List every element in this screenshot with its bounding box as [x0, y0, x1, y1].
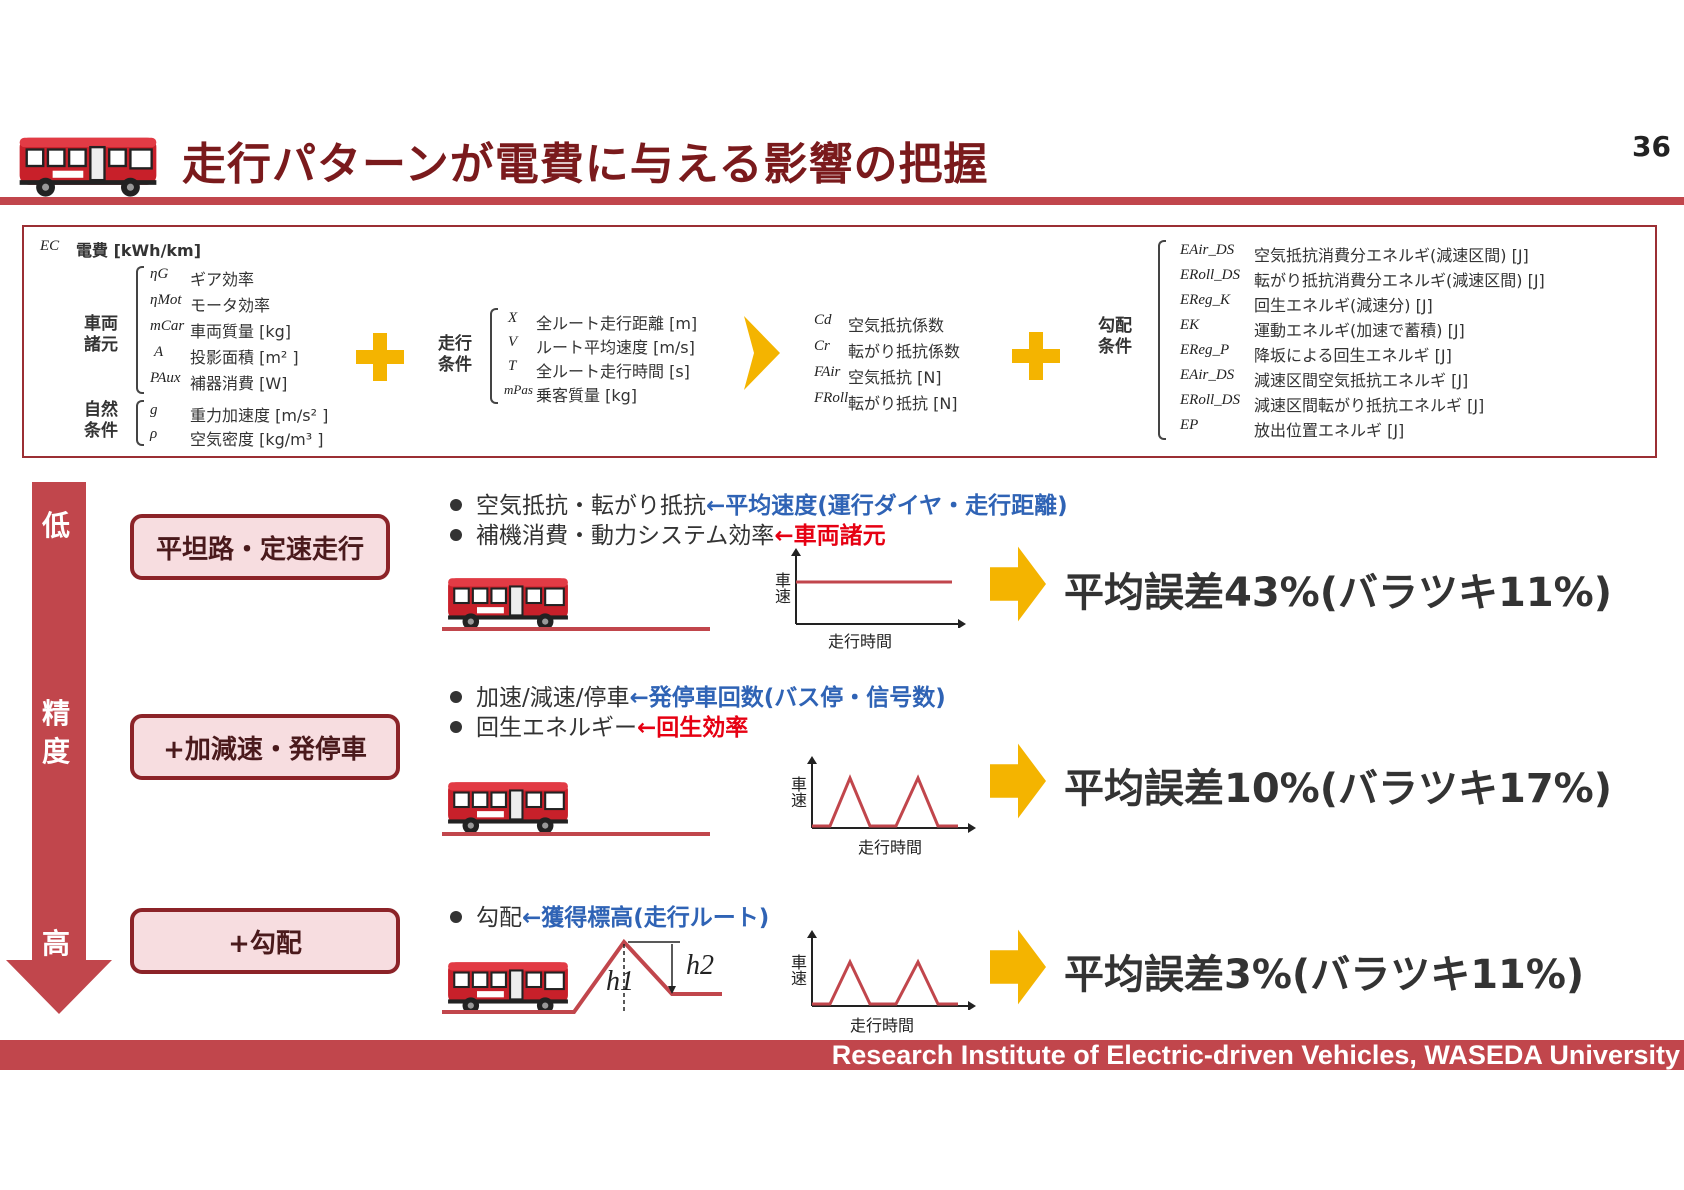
right-arrow-icon	[744, 316, 780, 390]
bullet-gradient: 勾配←獲得標高(走行ルート)	[450, 898, 769, 932]
bullet-regen: 回生エネルギー←回生効率	[450, 708, 748, 742]
gradient-group-label: 勾配条件	[1098, 316, 1132, 358]
speed-graph-constant	[770, 548, 970, 628]
result-arrow-icon	[990, 926, 1046, 1008]
accuracy-high-label: 高	[42, 922, 70, 962]
bus-logo-icon	[8, 133, 168, 199]
road-line	[442, 627, 710, 631]
footer-text: Research Institute of Electric-driven Ve…	[832, 1040, 1680, 1070]
result-stage-3: 平均誤差3%(バラツキ11%)	[1064, 942, 1584, 1000]
plus-icon	[356, 333, 404, 381]
stage-accel-stop: +加減速・発停車	[130, 714, 400, 780]
vehicle-brace	[136, 266, 144, 394]
result-arrow-icon	[990, 543, 1046, 625]
graph-xlabel: 走行時間	[858, 834, 922, 858]
accuracy-low-label: 低	[42, 504, 70, 544]
gradient-brace	[1158, 240, 1166, 440]
accuracy-label-2: 度	[42, 730, 70, 770]
driving-group-label: 走行条件	[438, 334, 472, 376]
bullet-accel-decel: 加速/減速/停車←発停車回数(バス停・信号数)	[450, 678, 946, 712]
result-arrow-icon	[990, 740, 1046, 822]
bus-icon	[446, 778, 570, 836]
speed-graph-stopgo	[796, 756, 980, 836]
result-stage-1: 平均誤差43%(バラツキ11%)	[1064, 560, 1612, 618]
bullet-air-roll: 空気抵抗・転がり抵抗←平均速度(運行ダイヤ・走行距離)	[450, 486, 1068, 520]
driving-brace	[490, 308, 498, 404]
result-stage-2: 平均誤差10%(バラツキ17%)	[1064, 756, 1612, 814]
height-h1-label: h1	[606, 966, 634, 998]
graph-xlabel: 走行時間	[828, 628, 892, 652]
ec-label: 電費 [kWh/km]	[76, 237, 201, 261]
natural-group-label: 自然条件	[84, 400, 118, 442]
graph-ylabel: 車速	[770, 572, 790, 604]
road-line	[442, 832, 710, 836]
page-title: 走行パターンが電費に与える影響の把握	[182, 128, 988, 192]
stage-flat-constant: 平坦路・定速走行	[130, 514, 390, 580]
bus-icon	[446, 574, 570, 632]
speed-graph-gradient	[796, 930, 980, 1010]
stage-gradient: +勾配	[130, 908, 400, 974]
graph-ylabel: 車速	[786, 776, 806, 808]
plus-icon-2	[1012, 332, 1060, 380]
vehicle-group-label: 車両諸元	[84, 314, 118, 356]
height-h2-label: h2	[686, 950, 714, 982]
accuracy-label-1: 精	[42, 692, 70, 732]
graph-ylabel: 車速	[786, 954, 806, 986]
ec-symbol: EC	[40, 238, 59, 255]
page-number: 36	[1632, 130, 1671, 163]
graph-xlabel: 走行時間	[850, 1012, 914, 1036]
bullet-aux-efficiency: 補機消費・動力システム効率←車両諸元	[450, 516, 886, 550]
natural-brace	[136, 400, 144, 446]
header-divider	[0, 197, 1684, 205]
